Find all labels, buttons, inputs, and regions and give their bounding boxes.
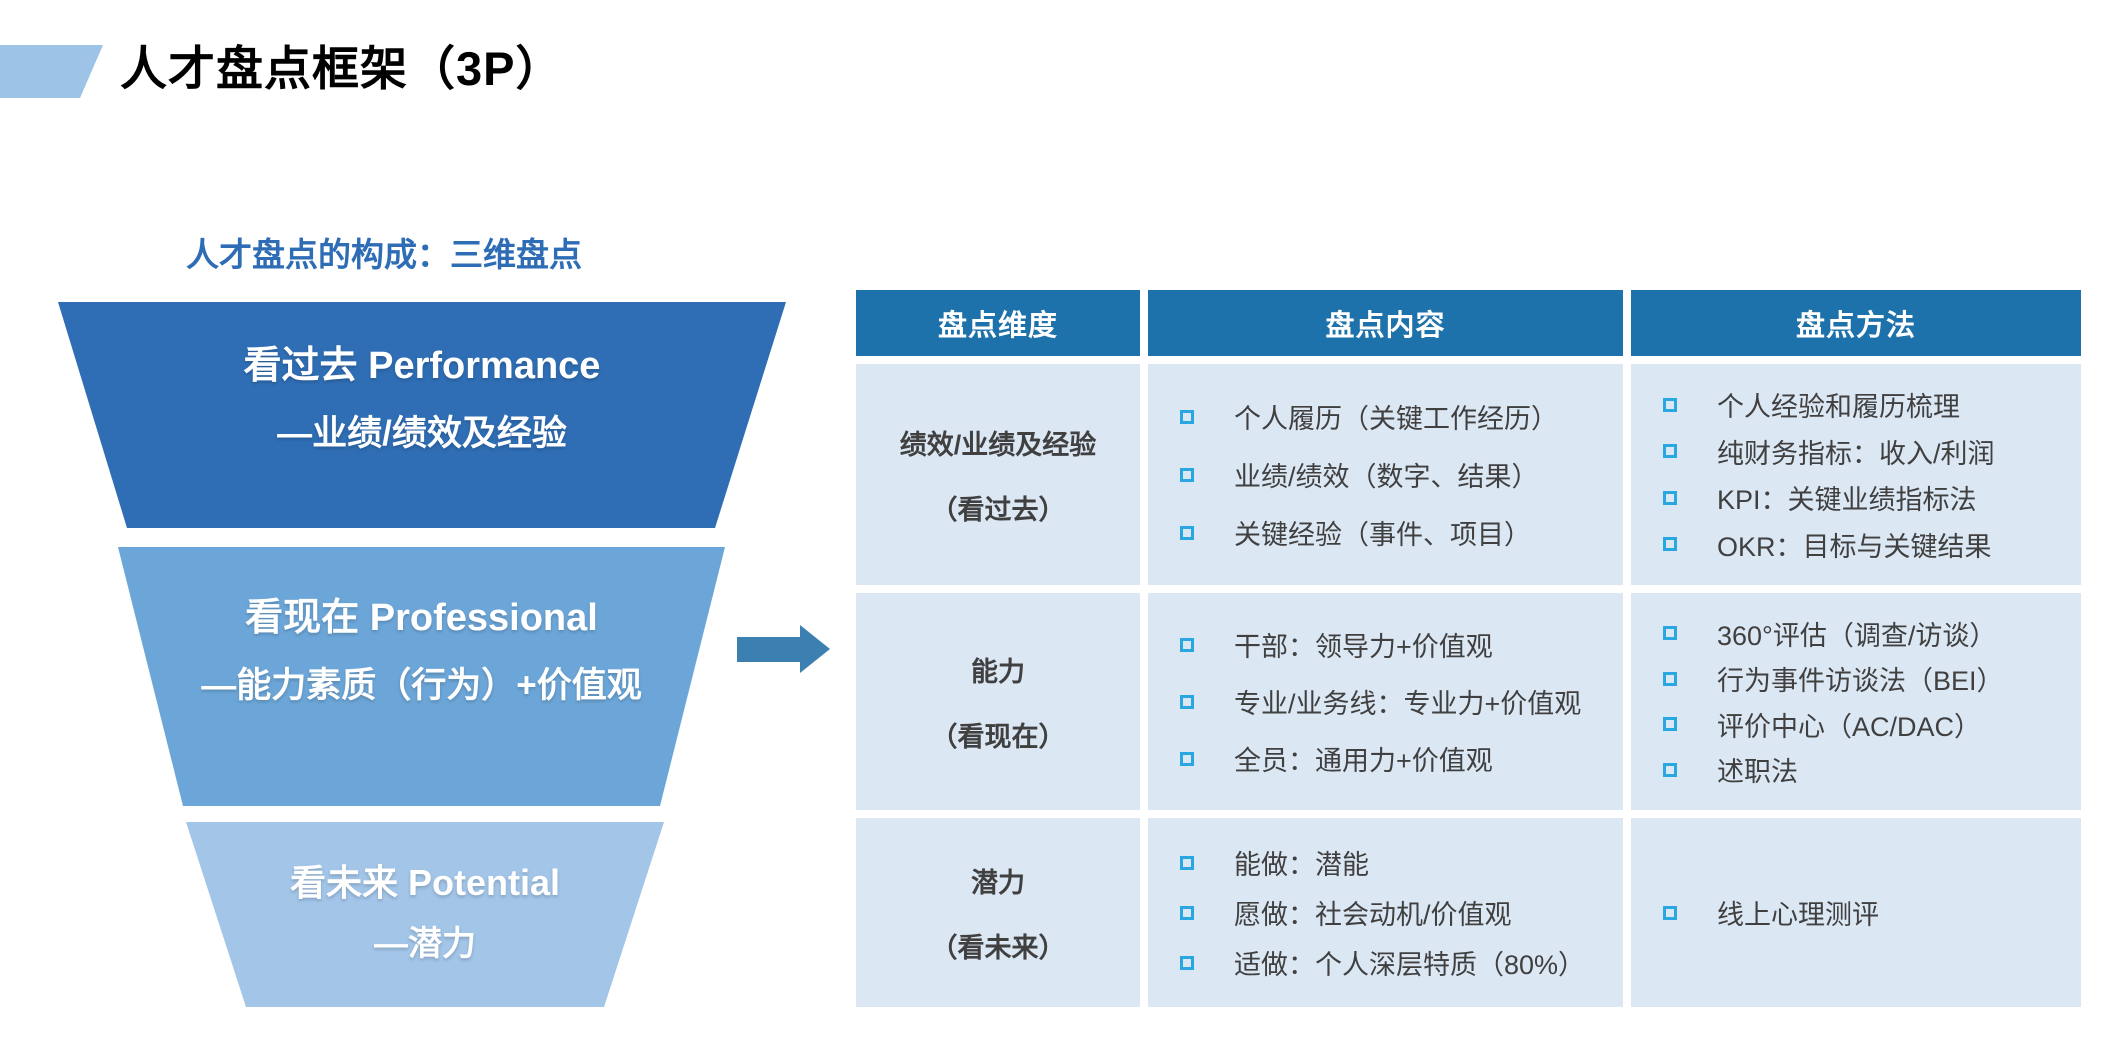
list-item-text: 业绩/绩效（数字、结果） <box>1234 462 1539 492</box>
list-item: 评价中心（AC/DAC） <box>1641 705 2071 744</box>
bullet-square-icon <box>1180 467 1194 482</box>
list-item: 线上心理测评 <box>1641 893 2071 932</box>
list-item: 关键经验（事件、项目） <box>1158 513 1613 552</box>
bullet-square-icon <box>1663 762 1677 777</box>
methods-cell: 线上心理测评 <box>1631 818 2081 1007</box>
bullet-square-icon <box>1180 955 1194 970</box>
list-item-text: 述职法 <box>1717 757 1798 788</box>
bullet-square-icon <box>1180 855 1194 870</box>
column-header-2: 盘点内容 <box>1148 290 1623 356</box>
funnel-level-3: 看未来 Potential —潜力 <box>186 822 664 1007</box>
title-decoration-parallelogram <box>0 45 103 98</box>
funnel-level-title: 看现在 Professional <box>245 596 598 639</box>
bullet-square-icon <box>1663 626 1677 641</box>
bullet-square-icon <box>1180 751 1194 766</box>
column-header-1: 盘点维度 <box>856 290 1140 356</box>
list-item-text: 360°评估（调查/访谈） <box>1717 620 1997 651</box>
list-item-text: 纯财务指标：收入/利润 <box>1717 438 1995 469</box>
list-item-text: 关键经验（事件、项目） <box>1234 520 1531 550</box>
bullet-square-icon <box>1180 409 1194 424</box>
list-item: 纯财务指标：收入/利润 <box>1641 432 2071 471</box>
dimension-cell: 潜力 （看未来） <box>856 818 1140 1007</box>
content-cell: 干部：领导力+价值观专业/业务线：专业力+价值观全员：通用力+价值观 <box>1148 593 1623 810</box>
list-item-text: OKR：目标与关键结果 <box>1717 531 1992 562</box>
bullet-square-icon <box>1663 537 1677 552</box>
bullet-square-icon <box>1663 490 1677 505</box>
list-item-text: 适做：个人深层特质（80%） <box>1234 950 1586 980</box>
list-item-text: 个人经验和履历梳理 <box>1717 392 1960 423</box>
bullet-square-icon <box>1180 694 1194 709</box>
list-item-text: 评价中心（AC/DAC） <box>1717 711 1982 742</box>
dimension-scope: （看未来） <box>930 932 1066 963</box>
list-item: 业绩/绩效（数字、结果） <box>1158 455 1613 494</box>
page-title: 人才盘点框架（3P） <box>120 42 564 95</box>
bullet-square-icon <box>1180 905 1194 920</box>
content-cell: 能做：潜能愿做：社会动机/价值观适做：个人深层特质（80%） <box>1148 818 1623 1007</box>
funnel-level-title: 看未来 Potential <box>289 862 561 903</box>
list-item: 干部：领导力+价值观 <box>1158 625 1613 664</box>
list-item: 能做：潜能 <box>1158 843 1613 882</box>
list-item-text: KPI：关键业绩指标法 <box>1717 485 1977 516</box>
content-cell: 个人履历（关键工作经历） 业绩/绩效（数字、结果） 关键经验（事件、项目） <box>1148 364 1623 585</box>
review-table: 盘点维度盘点内容盘点方法绩效/业绩及经验 （看过去） 个人履历（关键工作经历） 业绩/… <box>856 290 2081 1007</box>
bullet-square-icon <box>1663 397 1677 412</box>
list-item: OKR：目标与关键结果 <box>1641 525 2071 564</box>
bullet-square-icon <box>1663 444 1677 459</box>
bullet-square-icon <box>1663 671 1677 686</box>
list-item-text: 愿做：社会动机/价值观 <box>1234 900 1512 930</box>
list-item: 行为事件访谈法（BEI） <box>1641 659 2071 698</box>
list-item: 360°评估（调查/访谈） <box>1641 614 2071 653</box>
dimension-name: 能力 <box>971 656 1025 687</box>
list-item: 专业/业务线：专业力+价值观 <box>1158 682 1613 721</box>
funnel-level-1: 看过去 Performance —业绩/绩效及经验 <box>58 302 786 528</box>
dimension-scope: （看现在） <box>930 721 1066 752</box>
list-item-text: 个人履历（关键工作经历） <box>1234 404 1558 434</box>
dimension-name: 绩效/业绩及经验 <box>899 429 1097 460</box>
list-item-text: 线上心理测评 <box>1717 900 1879 930</box>
funnel-level-subtitle: —潜力 <box>374 925 476 963</box>
list-item-text: 专业/业务线：专业力+价值观 <box>1234 689 1582 719</box>
right-arrow-icon <box>737 625 830 673</box>
list-item: 个人履历（关键工作经历） <box>1158 397 1613 436</box>
column-header-3: 盘点方法 <box>1631 290 2081 356</box>
methods-cell: 360°评估（调查/访谈） 行为事件访谈法（BEI） 评价中心（AC/DAC） 述职法 <box>1631 593 2081 810</box>
list-item: 愿做：社会动机/价值观 <box>1158 893 1613 932</box>
list-item: 适做：个人深层特质（80%） <box>1158 943 1613 982</box>
funnel-level-subtitle: —业绩/绩效及经验 <box>277 414 567 453</box>
list-item-text: 全员：通用力+价值观 <box>1234 746 1493 776</box>
funnel-subtitle: 人才盘点的构成：三维盘点 <box>186 236 582 273</box>
bullet-square-icon <box>1180 637 1194 652</box>
list-item-text: 行为事件访谈法（BEI） <box>1717 666 2004 697</box>
dimension-scope: （看过去） <box>930 494 1066 525</box>
methods-cell: 个人经验和履历梳理纯财务指标：收入/利润 KPI：关键业绩指标法 OKR：目标与关键… <box>1631 364 2081 585</box>
list-item: 述职法 <box>1641 750 2071 789</box>
list-item: KPI：关键业绩指标法 <box>1641 478 2071 517</box>
list-item: 个人经验和履历梳理 <box>1641 385 2071 424</box>
dimension-name: 潜力 <box>971 867 1025 898</box>
dimension-cell: 绩效/业绩及经验 （看过去） <box>856 364 1140 585</box>
bullet-square-icon <box>1663 905 1677 920</box>
list-item-text: 干部：领导力+价值观 <box>1234 632 1493 662</box>
funnel-level-subtitle: —能力素质（行为）+价值观 <box>201 665 642 705</box>
dimension-cell: 能力 （看现在） <box>856 593 1140 810</box>
list-item: 全员：通用力+价值观 <box>1158 739 1613 778</box>
funnel-level-2: 看现在 Professional —能力素质（行为）+价值观 <box>118 547 725 806</box>
bullet-square-icon <box>1663 717 1677 732</box>
funnel-level-title: 看过去 Performance <box>243 345 601 387</box>
list-item-text: 能做：潜能 <box>1234 850 1369 880</box>
bullet-square-icon <box>1180 525 1194 540</box>
